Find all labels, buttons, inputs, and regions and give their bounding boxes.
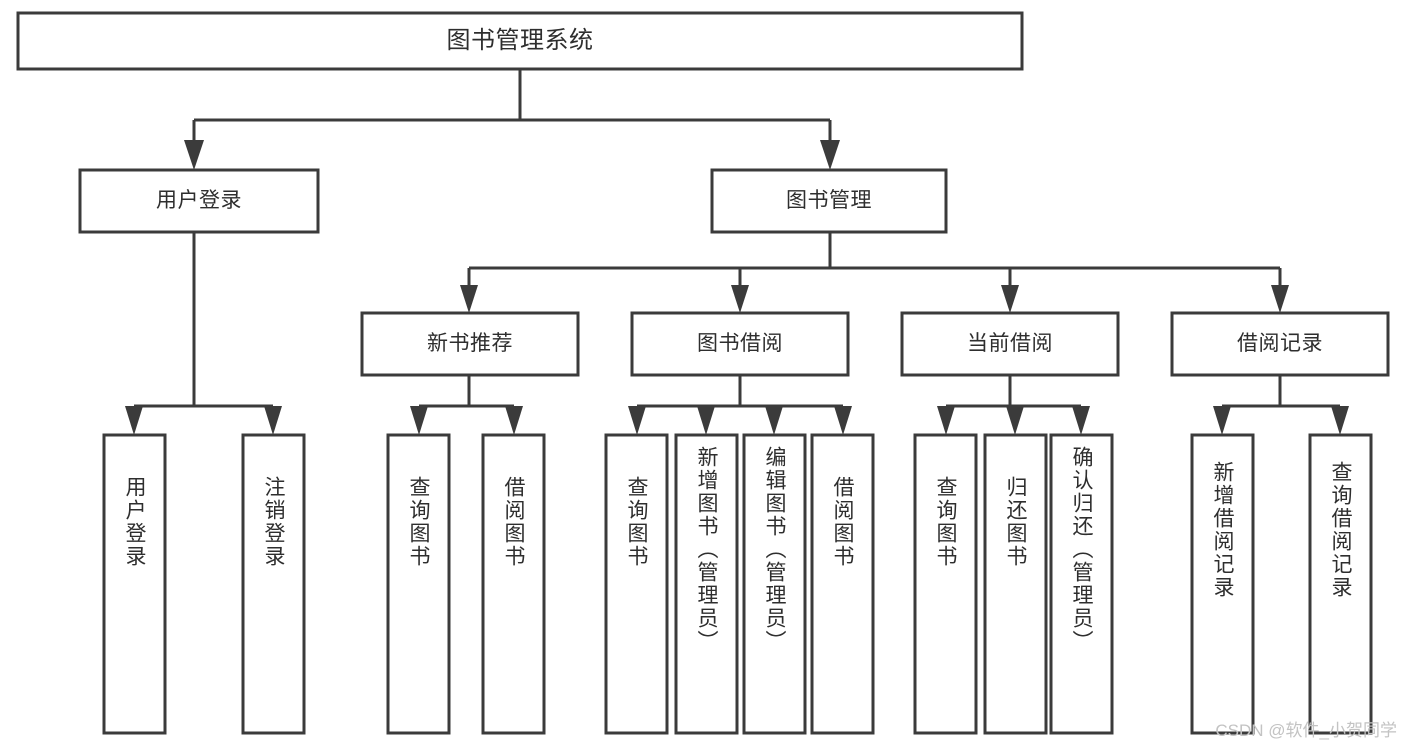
- node-box-leaf-bb-edit[interactable]: [742, 433, 807, 735]
- arrow-icon-book-manage: [820, 140, 840, 170]
- arrow-icon-leaf-logout: [264, 406, 282, 435]
- node-box-leaf-nb-query[interactable]: [386, 433, 451, 735]
- arrow-icon-leaf-bb-query: [628, 406, 646, 435]
- node-box-book-borrow[interactable]: [630, 311, 850, 377]
- arrow-icon-leaf-cb-confirm: [1072, 406, 1090, 435]
- arrow-icon-leaf-nb-query: [410, 406, 428, 435]
- node-box-leaf-bb-add[interactable]: [674, 433, 739, 735]
- arrow-icon-leaf-nb-borrow: [505, 406, 523, 435]
- arrow-icon-current-borrow: [1001, 285, 1019, 313]
- node-box-current-borrow[interactable]: [900, 311, 1120, 377]
- arrow-icon-leaf-bb-add: [697, 406, 715, 435]
- arrow-icon-leaf-br-query: [1331, 406, 1349, 435]
- arrow-icon-new-book: [460, 285, 478, 313]
- node-box-borrow-record[interactable]: [1170, 311, 1390, 377]
- node-box-leaf-br-add[interactable]: [1190, 433, 1255, 735]
- node-box-new-book-recommend[interactable]: [360, 311, 580, 377]
- node-box-leaf-br-query[interactable]: [1308, 433, 1373, 735]
- node-box-leaf-logout[interactable]: [241, 433, 306, 735]
- arrow-icon-borrow-record: [1271, 285, 1289, 313]
- node-box-leaf-cb-query[interactable]: [913, 433, 978, 735]
- arrow-icon-book-borrow: [731, 285, 749, 313]
- arrow-icon-leaf-user-login: [125, 406, 143, 435]
- node-box-leaf-bb-borrow[interactable]: [810, 433, 875, 735]
- arrow-icon-leaf-bb-borrow: [834, 406, 852, 435]
- arrow-icon-leaf-cb-query: [937, 406, 955, 435]
- node-box-leaf-cb-return[interactable]: [983, 433, 1048, 735]
- arrow-icon-leaf-br-add: [1213, 406, 1231, 435]
- node-box-book-manage[interactable]: [710, 168, 948, 234]
- node-box-user-login[interactable]: [78, 168, 320, 234]
- arrow-icon-leaf-bb-edit: [765, 406, 783, 435]
- node-box-leaf-cb-confirm[interactable]: [1049, 433, 1114, 735]
- node-box-leaf-nb-borrow[interactable]: [481, 433, 546, 735]
- node-box-leaf-bb-query[interactable]: [604, 433, 669, 735]
- arrow-icon-leaf-cb-return: [1006, 406, 1024, 435]
- node-box-leaf-user-login[interactable]: [102, 433, 167, 735]
- node-box-root[interactable]: [16, 11, 1024, 71]
- arrow-icon-user-login: [184, 140, 204, 170]
